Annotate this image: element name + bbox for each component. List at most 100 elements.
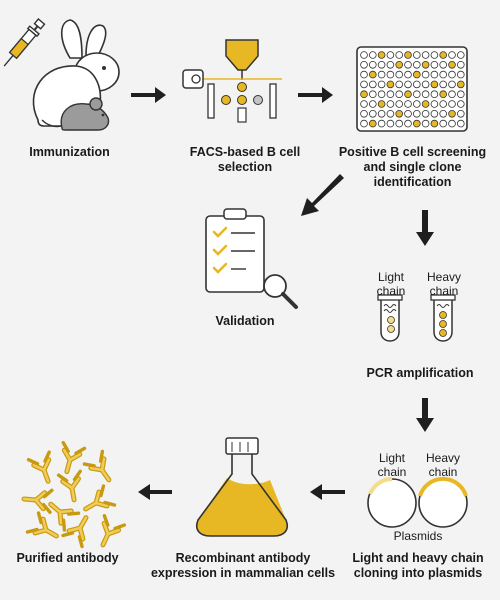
well [448, 119, 456, 128]
rabbit-mouse-syringe-icon [3, 18, 120, 131]
well [456, 119, 465, 128]
well [412, 90, 421, 98]
well [395, 100, 404, 108]
tube-light-label: Light chain [371, 270, 411, 298]
well [404, 61, 412, 69]
well [377, 51, 386, 59]
arrow-right-icon [298, 87, 333, 103]
well [368, 119, 377, 128]
well [412, 51, 421, 59]
well [448, 80, 456, 89]
well [430, 61, 439, 69]
step-screening-line1: Positive B cell screening [338, 145, 487, 159]
well [404, 110, 412, 118]
well [439, 110, 448, 118]
well [368, 100, 377, 108]
step-facs-line2: selection [217, 160, 273, 174]
well [368, 110, 377, 118]
well [430, 119, 439, 128]
well [412, 119, 421, 128]
well [439, 51, 448, 59]
step-purified-label: Purified antibody [16, 551, 119, 565]
well [439, 119, 448, 128]
tube-heavy-label: Heavy chain [422, 270, 466, 298]
tube-light-line2: chain [376, 284, 406, 298]
well [421, 90, 430, 98]
well [377, 100, 386, 108]
plasmid-heavy-label: Heavy chain [420, 451, 466, 479]
well [395, 90, 404, 98]
well [456, 110, 465, 118]
well [439, 90, 448, 98]
well [430, 51, 439, 59]
well [421, 70, 430, 79]
well [456, 100, 465, 108]
well [421, 80, 430, 89]
plasmid-light-line2: chain [377, 465, 407, 479]
step-pcr-label: PCR amplification [366, 366, 474, 380]
well [377, 80, 386, 89]
well [456, 61, 465, 69]
well [404, 51, 412, 59]
well [395, 51, 404, 59]
well [395, 70, 404, 79]
well [456, 80, 465, 89]
well [404, 90, 412, 98]
well [404, 119, 412, 128]
plasmids-caption: Plasmids [393, 529, 443, 543]
pcr-tubes-icon [377, 294, 456, 342]
well [360, 90, 368, 98]
step-expression-line1: Recombinant antibody [175, 551, 311, 565]
well [360, 100, 368, 108]
well [448, 100, 456, 108]
well [395, 80, 404, 89]
step-cloning-line1: Light and heavy chain [352, 551, 484, 565]
well [421, 110, 430, 118]
well [421, 100, 430, 108]
well [404, 70, 412, 79]
well [404, 80, 412, 89]
arrow-left-icon [138, 484, 172, 500]
step-screening-line2: and single clone [363, 160, 462, 174]
well [377, 119, 386, 128]
well [439, 61, 448, 69]
well [448, 51, 456, 59]
step-screening-line3: identification [373, 175, 452, 189]
well [386, 90, 395, 98]
well [395, 119, 404, 128]
well [448, 110, 456, 118]
tube-heavy-line1: Heavy [426, 270, 461, 284]
well [456, 70, 465, 79]
well [377, 90, 386, 98]
well [386, 100, 395, 108]
arrow-right-icon [131, 87, 166, 103]
well [439, 70, 448, 79]
step-immunization-label: Immunization [29, 145, 110, 159]
well [430, 110, 439, 118]
well [395, 61, 404, 69]
step-validation-label: Validation [215, 314, 275, 328]
well [377, 70, 386, 79]
well [448, 61, 456, 69]
well [412, 110, 421, 118]
well [430, 100, 439, 108]
well [386, 70, 395, 79]
plasmid-light-line1: Light [378, 451, 406, 465]
well [439, 100, 448, 108]
well [360, 51, 368, 59]
well [448, 90, 456, 98]
well [360, 70, 368, 79]
step-facs-line1: FACS-based B cell [189, 145, 301, 159]
well [421, 61, 430, 69]
well [448, 70, 456, 79]
well [412, 70, 421, 79]
well [430, 80, 439, 89]
well-plate-icon [356, 46, 468, 132]
well [386, 110, 395, 118]
tube-light-line1: Light [377, 270, 405, 284]
arrow-down-icon [416, 210, 434, 246]
well [360, 80, 368, 89]
well [395, 110, 404, 118]
